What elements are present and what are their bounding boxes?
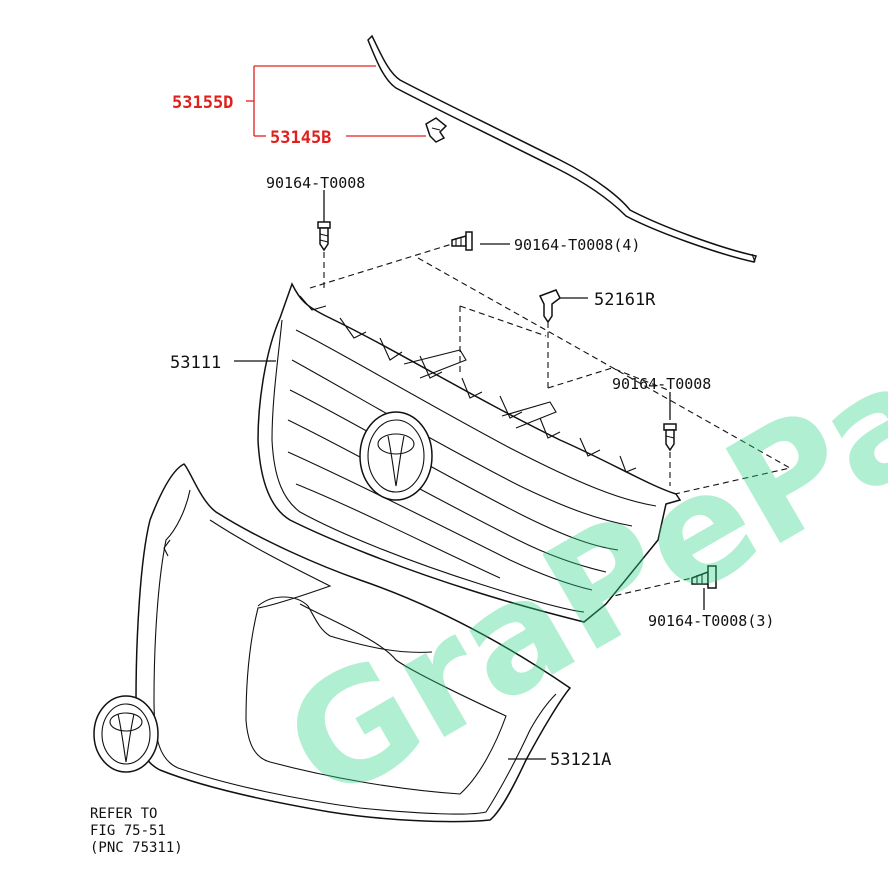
callout-screw-upper: 90164-T0008(4) xyxy=(514,236,640,254)
reference-line-2: FIG 75-51 xyxy=(90,823,166,839)
emblem-icon xyxy=(93,695,159,773)
screw-top xyxy=(317,190,331,252)
hood-weatherstrip xyxy=(367,34,757,263)
weatherstrip-clip xyxy=(425,117,448,143)
clip-52161r xyxy=(538,289,588,324)
callout-53145b: 53145B xyxy=(270,128,331,148)
callout-screw-right: 90164-T0008 xyxy=(612,375,711,393)
screw-lower xyxy=(691,565,717,610)
callout-53121a: 53121A xyxy=(550,750,611,770)
red-callout-bracket xyxy=(246,65,426,137)
callout-53111: 53111 xyxy=(170,353,221,373)
callout-53155d: 53155D xyxy=(172,93,233,113)
callout-screw-top: 90164-T0008 xyxy=(266,174,365,192)
callout-52161r: 52161R xyxy=(594,290,656,310)
callout-screw-lower: 90164-T0008(3) xyxy=(648,612,774,630)
grille-cover xyxy=(135,463,572,823)
reference-line-3: (PNC 75311) xyxy=(90,840,183,856)
screw-upper xyxy=(451,231,510,251)
screw-right xyxy=(663,392,677,452)
reference-line-1: REFER TO xyxy=(90,806,157,822)
grille-body xyxy=(257,282,682,623)
installation-dashed-lines xyxy=(309,243,792,601)
